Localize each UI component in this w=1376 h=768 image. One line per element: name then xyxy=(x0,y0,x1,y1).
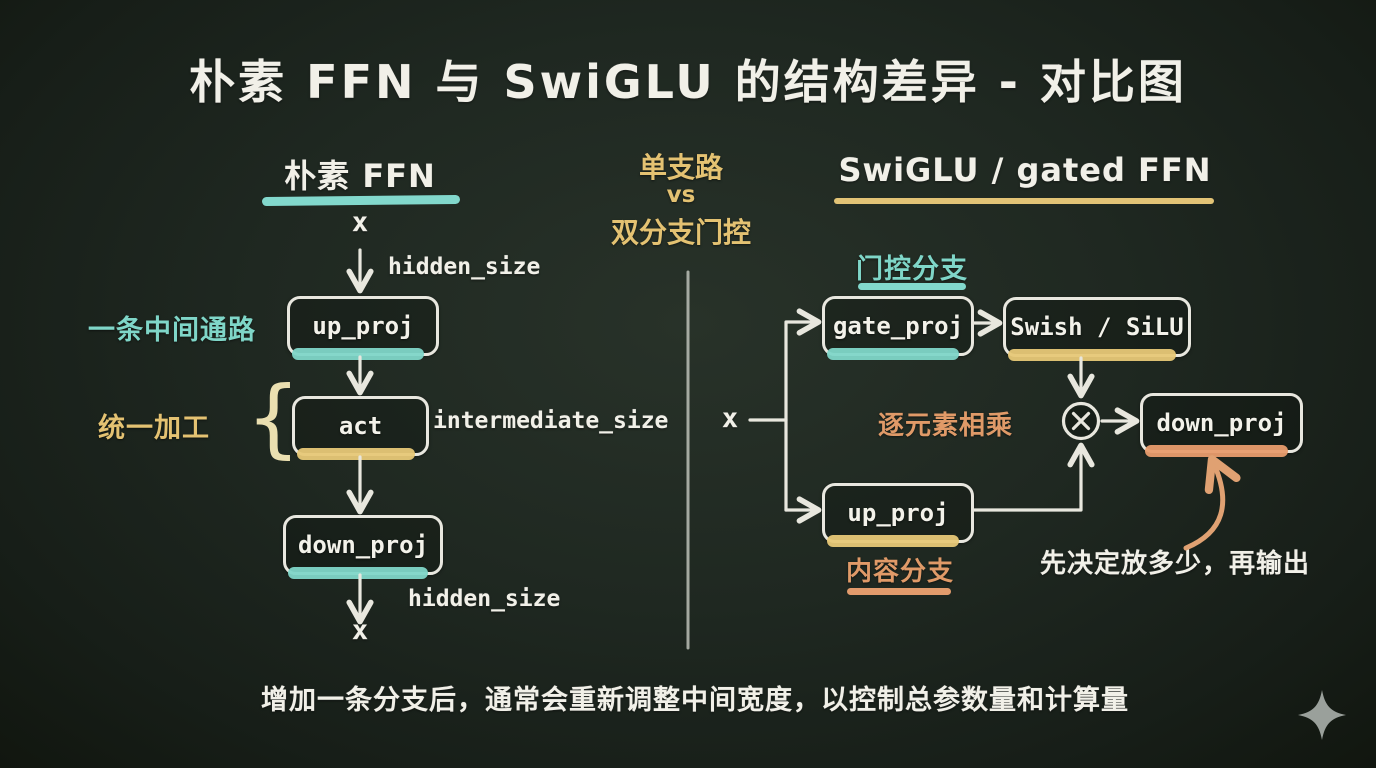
note-curved-arrow xyxy=(1183,455,1241,551)
swiglu-up-proj-accent xyxy=(827,535,959,547)
plain-ffn-header-underline xyxy=(261,194,461,207)
swiglu-up-proj-box: up_proj xyxy=(822,483,974,547)
middle-path-label: 一条中间通路 xyxy=(88,315,256,346)
swiglu-up-proj-label: up_proj xyxy=(847,499,949,527)
gate-proj-accent xyxy=(827,348,959,360)
plain-act-label: act xyxy=(338,412,383,440)
swiglu-down-proj-box: down_proj xyxy=(1140,393,1303,457)
swiglu-down-proj-accent xyxy=(1145,445,1288,457)
divider-note-line3: 双分支门控 xyxy=(610,216,751,249)
divider-note-line1: 单支路 xyxy=(638,151,723,184)
swish-accent xyxy=(1008,349,1176,361)
gate-branch-underline xyxy=(858,283,966,290)
plain-input-x: x xyxy=(351,207,369,238)
swiglu-input-x: x xyxy=(721,403,739,434)
plain-ffn-header: 朴素 FFN xyxy=(284,157,436,195)
divider-note-line2: vs xyxy=(666,182,696,208)
plain-down-proj-box: down_proj xyxy=(283,515,443,579)
page-title: 朴素 FFN 与 SwiGLU 的结构差异 - 对比图 xyxy=(189,55,1187,109)
plain-down-proj-accent xyxy=(288,567,428,579)
plain-input-dim-label: hidden_size xyxy=(388,254,541,280)
plain-output-dim-label: hidden_size xyxy=(408,586,561,612)
plain-act-box: act xyxy=(292,396,429,460)
arrow-branch-to-gate-proj xyxy=(784,308,822,512)
plain-act-accent xyxy=(297,448,415,460)
gate-proj-label: gate_proj xyxy=(832,312,964,340)
plain-output-x: x xyxy=(351,615,369,646)
multiply-circle-icon xyxy=(1061,401,1101,441)
arrow-up-proj-to-multiply xyxy=(972,442,1095,512)
gate-note: 先决定放多少，再输出 xyxy=(1040,549,1311,579)
unified-label: 统一加工 xyxy=(98,413,210,444)
multiply-label: 逐元素相乘 xyxy=(878,411,1014,441)
gate-proj-box: gate_proj xyxy=(822,296,974,360)
plain-down-proj-label: down_proj xyxy=(297,531,429,559)
swish-label: Swish / SiLU xyxy=(1010,313,1184,341)
plain-up-proj-label: up_proj xyxy=(312,312,414,340)
swiglu-header-underline xyxy=(834,198,1214,204)
intermediate-size-label: intermediate_size xyxy=(433,408,669,434)
swiglu-header: SwiGLU / gated FFN xyxy=(838,151,1212,189)
gate-branch-label: 门控分支 xyxy=(856,254,968,285)
content-branch-label: 内容分支 xyxy=(846,557,955,587)
swiglu-down-proj-label: down_proj xyxy=(1156,409,1287,437)
plain-up-proj-accent xyxy=(292,348,424,360)
swish-box: Swish / SiLU xyxy=(1003,297,1191,361)
unified-brace: { xyxy=(246,368,301,468)
content-branch-underline xyxy=(847,588,951,595)
footer-caption: 增加一条分支后，通常会重新调整中间宽度，以控制总参数量和计算量 xyxy=(261,685,1129,716)
plain-up-proj-box: up_proj xyxy=(287,296,439,360)
